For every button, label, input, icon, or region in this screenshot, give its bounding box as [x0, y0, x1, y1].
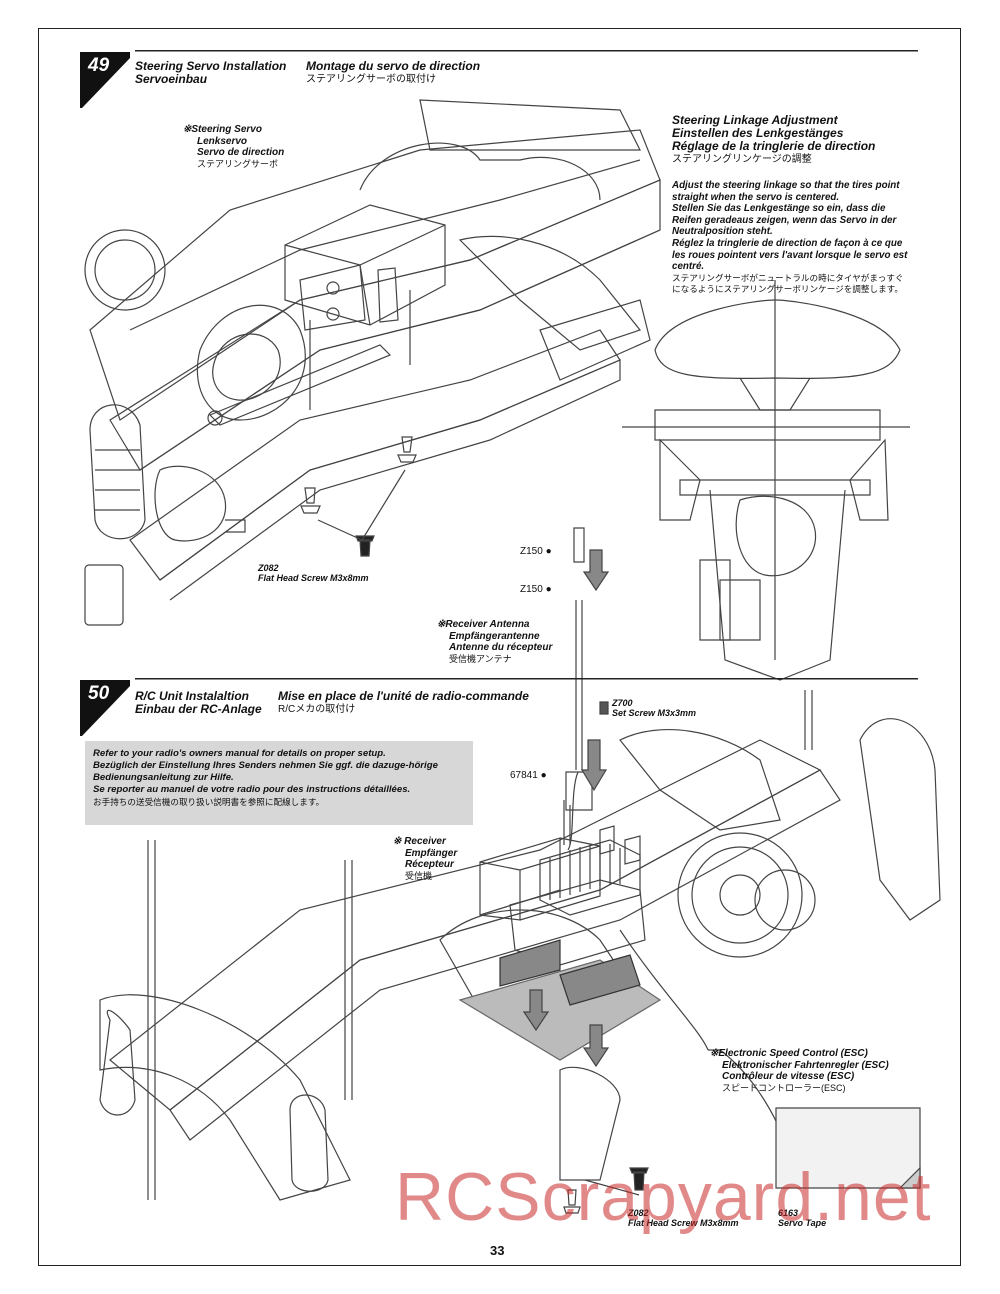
- esc-label-fr: Contrôleur de vitesse (ESC): [722, 1071, 855, 1082]
- receiver-label-en: ※ Receiver: [393, 836, 446, 847]
- part-z150-b-text: Z150: [520, 584, 543, 595]
- linkage-text-de: Stellen Sie das Lenkgestänge so ein, das…: [672, 203, 897, 238]
- receiver-label-de: Empfänger: [405, 847, 458, 859]
- servo-tape-code: 6163: [778, 1208, 799, 1218]
- linkage-title-en: Steering Linkage Adjustment: [672, 113, 838, 127]
- part-67841-text: 67841: [510, 770, 538, 781]
- step-49-title-fr: Montage du servo de direction: [306, 59, 481, 73]
- steering-servo-label-en: ※Steering Servo: [183, 124, 262, 135]
- screw-50-desc: Flat Head Screw M3x8mm: [628, 1218, 739, 1228]
- part-z150-a-text: Z150: [520, 546, 543, 557]
- steering-servo-label-fr: Servo de direction: [197, 147, 285, 158]
- servo-tape-label: 6163 Servo Tape: [778, 1208, 826, 1228]
- step-50-title: R/C Unit Instalaltion Einbau der RC-Anla…: [135, 690, 262, 716]
- screw-49-desc: Flat Head Screw M3x8mm: [258, 573, 369, 583]
- step-49-title: Steering Servo Installation Servoeinbau: [135, 60, 286, 86]
- linkage-title: Steering Linkage Adjustment Einstellen d…: [672, 114, 875, 166]
- page-number: 33: [490, 1243, 505, 1258]
- receiver-antenna-label-en: ※Receiver Antenna: [437, 619, 530, 630]
- screw-50-label: Z082 Flat Head Screw M3x8mm: [628, 1208, 739, 1228]
- step-49-title-alt: Montage du servo de direction ステアリングサーボの…: [306, 60, 480, 86]
- step-49-title-de: Servoeinbau: [135, 72, 208, 86]
- receiver-antenna-label-de: Empfängerantenne: [449, 630, 540, 642]
- linkage-text-jp: ステアリングサーボがニュートラルの時にタイヤがまっすぐになるようにステアリングサ…: [672, 272, 904, 295]
- servo-tape-desc: Servo Tape: [778, 1218, 827, 1228]
- note-en: Refer to your radio's owners manual for …: [93, 748, 386, 759]
- note-de: Bezüglich der Einstellung Ihres Senders …: [93, 760, 438, 783]
- z700-desc: Set Screw M3x3mm: [612, 708, 697, 718]
- esc-label-de: Elektronischer Fahrtenregler (ESC): [722, 1059, 889, 1071]
- step-50-title-de: Einbau der RC-Anlage: [135, 702, 262, 716]
- receiver-antenna-label: ※Receiver Antenna Empfängerantenne Anten…: [437, 619, 552, 665]
- part-67841: 67841 ●: [510, 770, 547, 781]
- part-z150-a: Z150 ●: [520, 546, 552, 557]
- steering-servo-label: ※Steering Servo Lenkservo Servo de direc…: [183, 124, 284, 170]
- receiver-label-jp: 受信機: [405, 870, 433, 881]
- step-50-title-en: R/C Unit Instalaltion: [135, 689, 249, 703]
- steering-servo-label-de: Lenkservo: [197, 135, 248, 147]
- screw-49-label: Z082 Flat Head Screw M3x8mm: [258, 563, 369, 583]
- esc-label: ※Electronic Speed Control (ESC) Elektron…: [710, 1048, 889, 1094]
- steering-servo-label-jp: ステアリングサーボ: [197, 158, 279, 169]
- screw-49-code: Z082: [258, 563, 279, 573]
- page-frame: [38, 28, 961, 1266]
- note-jp: お手持ちの送受信機の取り扱い説明書を参照に配線します。: [93, 797, 325, 807]
- step-49-number: 49: [88, 55, 110, 76]
- linkage-text-fr: Réglez la tringlerie de direction de faç…: [672, 237, 908, 273]
- step-50-title-alt: Mise en place de l'unité de radio-comman…: [278, 690, 529, 716]
- linkage-title-de: Einstellen des Lenkgestänges: [672, 126, 844, 140]
- linkage-title-fr: Réglage de la tringlerie de direction: [672, 139, 876, 153]
- note-fr: Se reporter au manuel de votre radio pou…: [93, 784, 411, 795]
- linkage-title-jp: ステアリングリンケージの調整: [672, 154, 812, 165]
- step-49-title-en: Steering Servo Installation: [135, 59, 287, 73]
- watermark: RCScrapyard.net: [395, 1159, 932, 1235]
- esc-label-jp: スピードコントローラー(ESC): [722, 1082, 846, 1093]
- receiver-label: ※ Receiver Empfänger Récepteur 受信機: [393, 836, 457, 882]
- z700-code: Z700: [612, 698, 633, 708]
- part-z150-b: Z150 ●: [520, 584, 552, 595]
- linkage-text-en: Adjust the steering linkage so that the …: [672, 180, 900, 203]
- receiver-label-fr: Récepteur: [405, 859, 454, 870]
- step-50-title-fr: Mise en place de l'unité de radio-comman…: [278, 689, 529, 703]
- radio-manual-note: Refer to your radio's owners manual for …: [85, 741, 473, 825]
- linkage-instructions: Adjust the steering linkage so that the …: [672, 180, 912, 296]
- step-50-number: 50: [88, 683, 110, 704]
- step-49-title-jp: ステアリングサーボの取付け: [306, 74, 436, 85]
- screw-50-code: Z082: [628, 1208, 649, 1218]
- receiver-antenna-label-fr: Antenne du récepteur: [449, 642, 553, 653]
- step-50-title-jp: R/Cメカの取付け: [278, 704, 356, 715]
- receiver-antenna-label-jp: 受信機アンテナ: [449, 653, 512, 664]
- z700-label: Z700 Set Screw M3x3mm: [612, 698, 696, 718]
- esc-label-en: ※Electronic Speed Control (ESC): [710, 1048, 868, 1059]
